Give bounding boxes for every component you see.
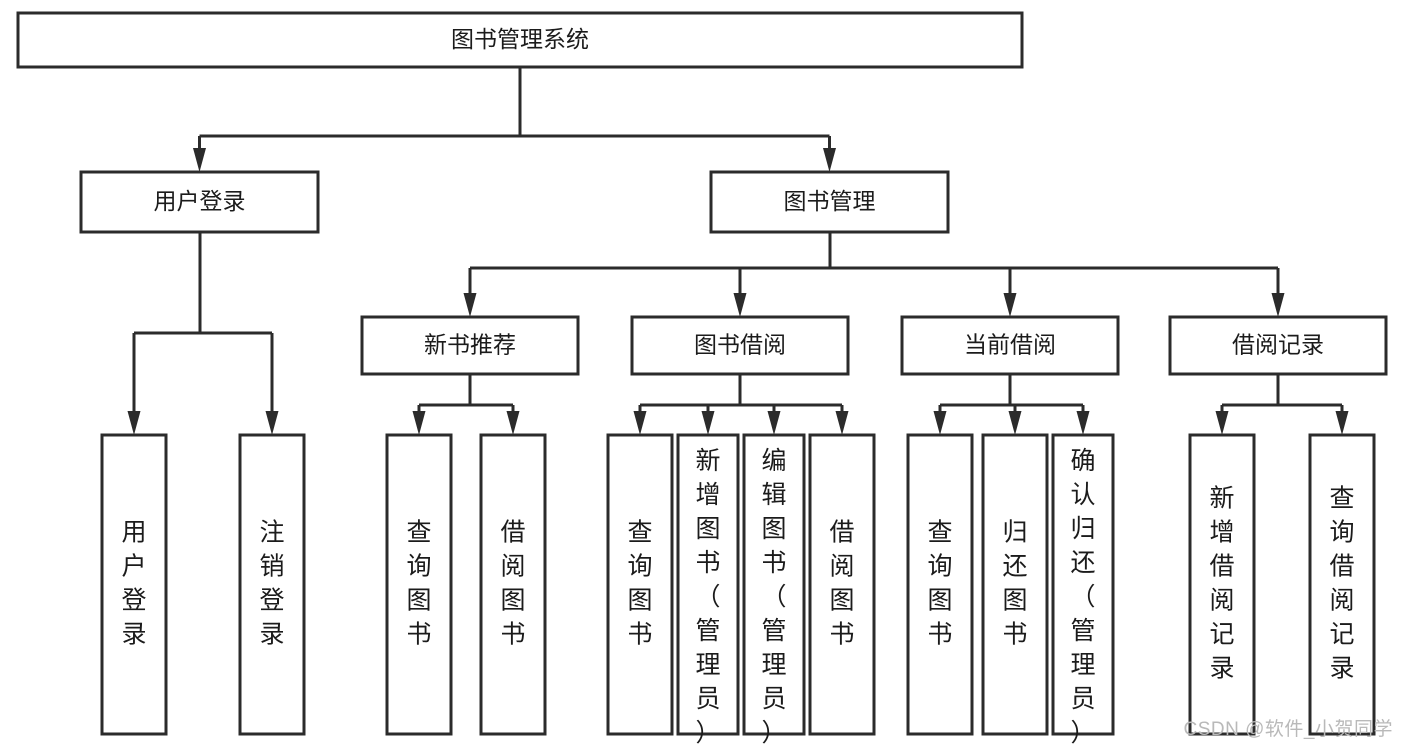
connector-layer (127, 67, 1349, 435)
arrow-head-icon (933, 411, 947, 435)
node-box-leaf-query-book-2[interactable] (606, 433, 674, 736)
node-box-leaf-query-book-3[interactable] (906, 433, 974, 736)
arrow-head-icon (127, 411, 141, 435)
connector-group-book-manage (463, 232, 1285, 317)
node-label-book-borrow: 图书借阅 (694, 332, 786, 358)
node-label-leaf-user-login: 用户登录 (121, 519, 146, 649)
node-label-new-book-rec: 新书推荐 (424, 332, 516, 358)
node-box-borrow-record[interactable] (1168, 315, 1388, 376)
node-box-current-borrow[interactable] (900, 315, 1120, 376)
node-book-manage[interactable]: 图书管理 (709, 170, 950, 234)
arrow-head-icon (835, 411, 849, 435)
node-leaf-confirm-return[interactable]: 确认归还（管理员） (1051, 433, 1115, 747)
arrow-head-icon (1076, 411, 1090, 435)
node-leaf-borrow-book-2[interactable]: 借阅图书 (808, 433, 876, 736)
arrow-head-icon (1003, 293, 1017, 317)
node-label-leaf-query-record: 查询借阅记录 (1329, 485, 1354, 683)
arrow-head-icon (1335, 411, 1349, 435)
node-box-leaf-add-record[interactable] (1188, 433, 1256, 736)
node-box-leaf-edit-book[interactable] (742, 433, 806, 736)
node-leaf-borrow-book-1[interactable]: 借阅图书 (479, 433, 547, 736)
node-label-current-borrow: 当前借阅 (964, 332, 1056, 358)
node-book-borrow[interactable]: 图书借阅 (630, 315, 850, 376)
node-box-user-login[interactable] (79, 170, 320, 234)
arrow-head-icon (506, 411, 520, 435)
node-leaf-user-logout[interactable]: 注销登录 (238, 433, 306, 736)
arrow-head-icon (1008, 411, 1022, 435)
connector-group-root (193, 67, 836, 172)
node-leaf-query-book-2[interactable]: 查询图书 (606, 433, 674, 736)
node-box-leaf-return-book[interactable] (981, 433, 1049, 736)
arrow-head-icon (1271, 293, 1285, 317)
arrow-head-icon (412, 411, 426, 435)
node-box-root[interactable] (16, 11, 1024, 69)
node-label-leaf-query-book-3: 查询图书 (927, 519, 952, 649)
connector-group-user-login (127, 232, 279, 435)
node-leaf-query-book-3[interactable]: 查询图书 (906, 433, 974, 736)
node-box-leaf-query-record[interactable] (1308, 433, 1376, 736)
node-label-borrow-record: 借阅记录 (1232, 332, 1324, 358)
arrow-head-icon (767, 411, 781, 435)
node-box-leaf-borrow-book-2[interactable] (808, 433, 876, 736)
node-user-login[interactable]: 用户登录 (79, 170, 320, 234)
arrow-head-icon (265, 411, 279, 435)
node-label-root: 图书管理系统 (451, 26, 589, 52)
node-box-leaf-borrow-book-1[interactable] (479, 433, 547, 736)
node-label-leaf-user-logout: 注销登录 (259, 519, 284, 649)
node-box-leaf-add-book[interactable] (676, 433, 740, 736)
node-label-leaf-add-record: 新增借阅记录 (1209, 485, 1234, 683)
node-layer: 图书管理系统用户登录图书管理新书推荐图书借阅当前借阅借阅记录用户登录注销登录查询… (16, 11, 1388, 747)
node-current-borrow[interactable]: 当前借阅 (900, 315, 1120, 376)
node-label-leaf-return-book: 归还图书 (1002, 519, 1027, 649)
arrow-head-icon (823, 148, 836, 172)
arrow-head-icon (733, 293, 747, 317)
node-root[interactable]: 图书管理系统 (16, 11, 1024, 69)
arrow-head-icon (1215, 411, 1229, 435)
arrow-head-icon (633, 411, 647, 435)
connector-group-borrow-record (1215, 374, 1349, 435)
node-leaf-add-book[interactable]: 新增图书（管理员） (676, 433, 740, 747)
node-box-leaf-user-login[interactable] (100, 433, 168, 736)
node-label-book-manage: 图书管理 (784, 188, 876, 214)
connector-group-book-borrow (633, 374, 849, 435)
node-leaf-return-book[interactable]: 归还图书 (981, 433, 1049, 736)
connector-group-new-book-rec (412, 374, 520, 435)
node-leaf-edit-book[interactable]: 编辑图书（管理员） (742, 433, 806, 747)
arrow-head-icon (193, 148, 206, 172)
node-borrow-record[interactable]: 借阅记录 (1168, 315, 1388, 376)
node-box-leaf-confirm-return[interactable] (1051, 433, 1115, 736)
arrow-head-icon (701, 411, 715, 435)
node-leaf-user-login[interactable]: 用户登录 (100, 433, 168, 736)
node-label-leaf-confirm-return: 确认归还（管理员） (1070, 447, 1095, 747)
node-new-book-rec[interactable]: 新书推荐 (360, 315, 580, 376)
node-box-leaf-user-logout[interactable] (238, 433, 306, 736)
node-label-leaf-borrow-book-1: 借阅图书 (500, 519, 525, 649)
node-leaf-add-record[interactable]: 新增借阅记录 (1188, 433, 1256, 736)
node-box-new-book-rec[interactable] (360, 315, 580, 376)
node-leaf-query-record[interactable]: 查询借阅记录 (1308, 433, 1376, 736)
arrow-head-icon (463, 293, 477, 317)
node-label-user-login: 用户登录 (154, 188, 246, 214)
node-label-leaf-edit-book: 编辑图书（管理员） (761, 447, 786, 747)
node-label-leaf-query-book-2: 查询图书 (627, 519, 652, 649)
node-label-leaf-borrow-book-2: 借阅图书 (829, 519, 854, 649)
node-label-leaf-add-book: 新增图书（管理员） (695, 447, 720, 747)
node-box-book-borrow[interactable] (630, 315, 850, 376)
node-box-book-manage[interactable] (709, 170, 950, 234)
node-label-leaf-query-book-1: 查询图书 (406, 519, 431, 649)
node-leaf-query-book-1[interactable]: 查询图书 (385, 433, 453, 736)
connector-group-current-borrow (933, 374, 1090, 435)
node-box-leaf-query-book-1[interactable] (385, 433, 453, 736)
